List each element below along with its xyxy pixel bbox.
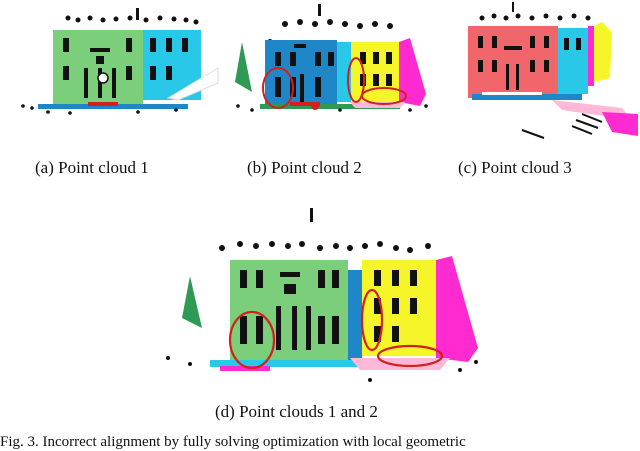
point-cloud-3-render [468,2,638,139]
panel-a-point-cloud-1 [18,8,219,138]
panel-b-point-cloud-2 [230,2,440,142]
panel-d-point-clouds-1-and-2 [160,198,480,394]
panel-c-point-cloud-3 [452,2,640,142]
point-cloud-1-render [21,8,219,115]
point-cloud-2-render [235,4,428,112]
figure-caption: Fig. 3. Incorrect alignment by fully sol… [0,434,466,450]
caption-panel-c: (c) Point cloud 3 [458,158,572,177]
caption-panel-d: (d) Point clouds 1 and 2 [215,402,378,421]
caption-panel-a: (a) Point cloud 1 [35,158,149,177]
point-clouds-1-and-2-render [166,208,478,382]
caption-panel-b: (b) Point cloud 2 [247,158,362,177]
